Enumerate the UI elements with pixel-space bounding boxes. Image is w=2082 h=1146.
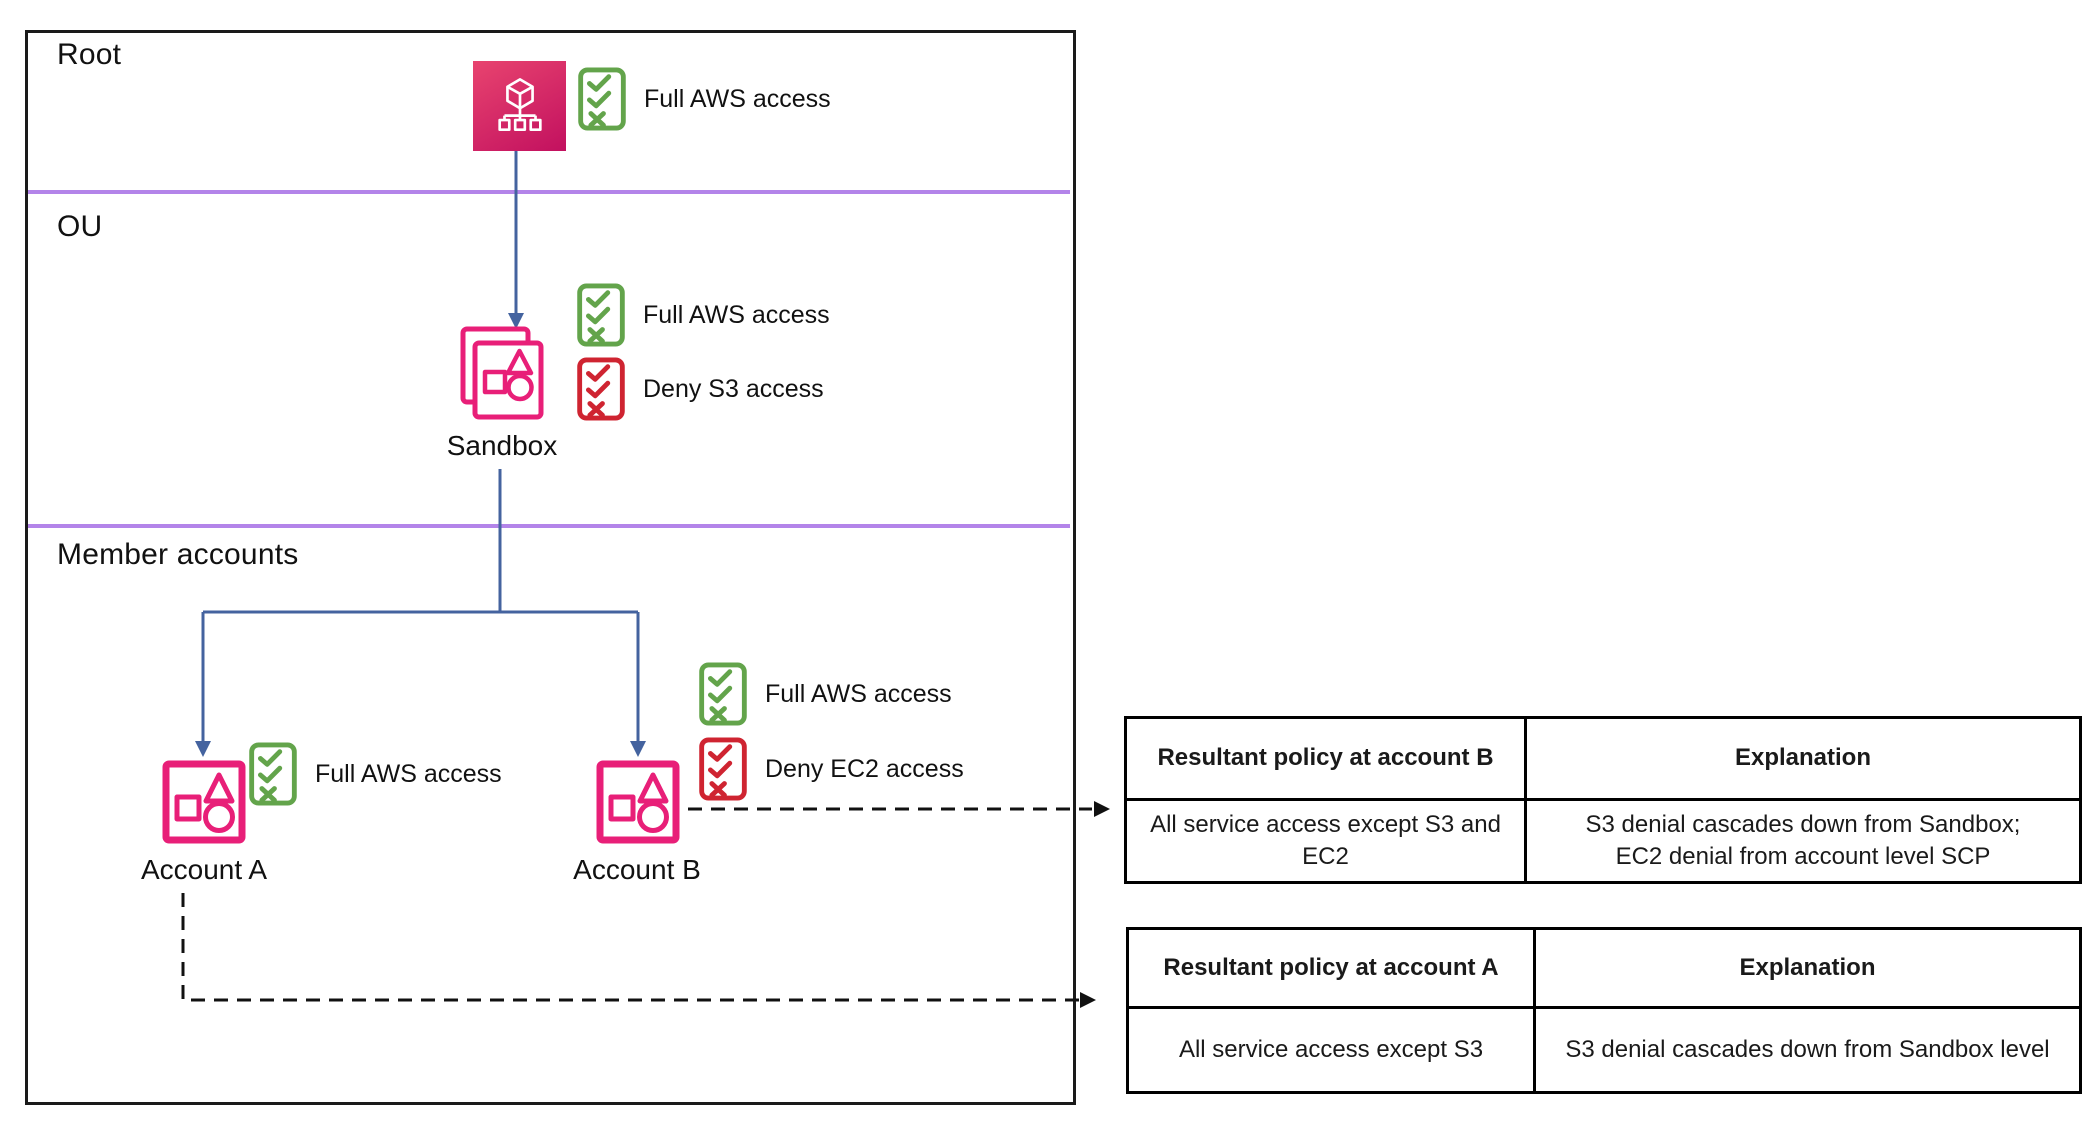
table-a-header-explanation: Explanation [1536, 930, 2079, 1009]
account-b-deny-policy: Deny EC2 access [698, 737, 964, 801]
allow-policy-checklist-icon [699, 662, 747, 726]
sandbox-allow-policy: Full AWS access [576, 283, 830, 347]
root-allow-policy-label: Full AWS access [644, 84, 831, 113]
table-b-cell-policy: All service access except S3 and EC2 [1127, 801, 1527, 881]
sandbox-allow-policy-label: Full AWS access [643, 300, 830, 329]
ou-sandbox-label: Sandbox [446, 430, 558, 461]
section-label-member-accounts: Member accounts [57, 538, 299, 571]
root-allow-policy: Full AWS access [577, 67, 831, 131]
account-a-allow-policy: Full AWS access [248, 742, 502, 806]
ou-member-divider [28, 524, 1070, 528]
account-a-icon [162, 760, 246, 844]
allow-policy-checklist-icon [249, 742, 297, 806]
account-b-allow-policy-label: Full AWS access [765, 679, 952, 708]
sandbox-deny-policy: Deny S3 access [576, 357, 824, 421]
allow-policy-checklist-icon [578, 67, 626, 131]
account-a-label: Account A [140, 854, 268, 885]
deny-policy-checklist-icon [699, 737, 747, 801]
root-ou-divider [28, 190, 1070, 194]
section-label-root: Root [57, 38, 122, 71]
ou-sandbox-icon [460, 326, 544, 420]
account-b-deny-policy-label: Deny EC2 access [765, 754, 964, 783]
account-a-allow-policy-label: Full AWS access [315, 759, 502, 788]
deny-policy-checklist-icon [577, 357, 625, 421]
section-label-ou: OU [57, 210, 103, 243]
resultant-policy-table-account-b: Resultant policy at account B Explanatio… [1124, 716, 2082, 884]
resultant-policy-table-account-a: Resultant policy at account A Explanatio… [1126, 927, 2082, 1094]
organizations-root-icon [473, 61, 566, 151]
org-chart-cube-glyph [497, 78, 542, 131]
allow-policy-checklist-icon [577, 283, 625, 347]
table-a-cell-explanation: S3 denial cascades down from Sandbox lev… [1565, 1035, 2050, 1063]
account-b-icon [596, 760, 680, 844]
table-b-header-explanation: Explanation [1527, 719, 2079, 801]
table-b-cell-explanation: S3 denial cascades down from Sandbox; EC… [1585, 810, 2021, 870]
sandbox-deny-policy-label: Deny S3 access [643, 374, 824, 403]
table-a-header-policy: Resultant policy at account A [1129, 930, 1536, 1009]
table-b-header-policy: Resultant policy at account B [1127, 719, 1527, 801]
table-a-cell-policy: All service access except S3 [1129, 1009, 1536, 1091]
account-b-label: Account B [573, 854, 701, 885]
account-b-allow-policy: Full AWS access [698, 662, 952, 726]
